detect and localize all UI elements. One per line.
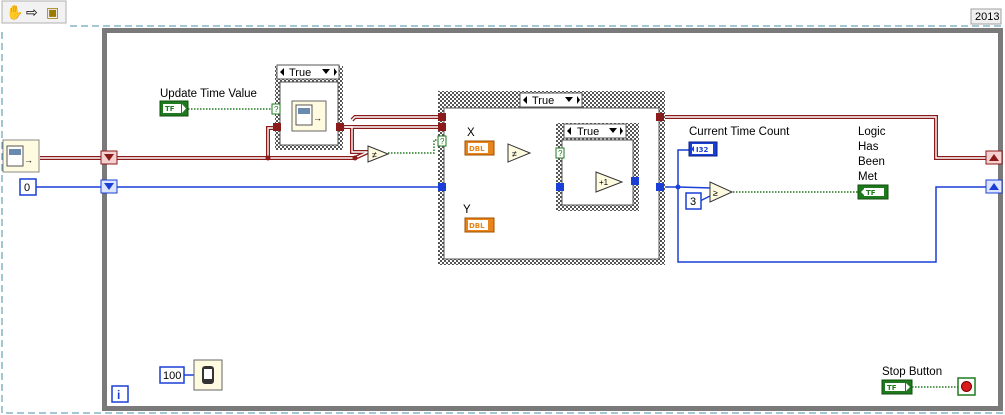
tf-tag: TF: [165, 105, 175, 113]
small-case-label: True: [289, 67, 311, 79]
case-selector-terminal: [271, 103, 281, 115]
tool-palette-frame: [1, 0, 67, 24]
tunnel: [273, 123, 281, 131]
case-selector-terminal: [437, 135, 447, 147]
tunnel: [656, 113, 664, 121]
svg-text:→: →: [24, 155, 33, 165]
operate-hand-icon[interactable]: ✋: [6, 4, 23, 20]
logic-label-line3: Been: [858, 156, 885, 168]
palette-icon[interactable]: ▣: [46, 4, 59, 20]
three-constant-value: 3: [690, 196, 696, 208]
tunnel: [438, 123, 446, 131]
greater-or-equal-node[interactable]: ≥: [709, 181, 734, 203]
wire-junction: [265, 155, 271, 161]
svg-text:?: ?: [274, 105, 279, 114]
stop-button-label: Stop Button: [882, 366, 942, 378]
case-prev-icon[interactable]: [567, 127, 571, 135]
not-equal-symbol: ≠: [372, 150, 377, 160]
svg-text:?: ?: [558, 149, 563, 158]
x-control[interactable]: DBL: [464, 140, 495, 156]
case-prev-icon[interactable]: [523, 96, 527, 104]
wire-junction: [675, 184, 681, 190]
logic-label-line2: Has: [858, 141, 879, 153]
case-next-icon[interactable]: [620, 127, 623, 135]
version-badge: [970, 8, 1002, 25]
version-label: 2013: [975, 11, 999, 23]
tunnel: [556, 183, 564, 191]
wait-ms-value: 100: [163, 370, 181, 382]
three-constant[interactable]: [685, 192, 702, 210]
y-control[interactable]: DBL: [464, 217, 495, 233]
wait-timer-node[interactable]: [193, 359, 223, 391]
x-label: X: [467, 127, 475, 139]
y-label: Y: [463, 204, 471, 216]
inner-case-selector[interactable]: True: [563, 123, 627, 139]
gte-symbol: ≥: [713, 188, 718, 198]
refnum-source-node[interactable]: →: [2, 139, 40, 173]
increment-symbol: +1: [599, 178, 609, 187]
loop-iteration-terminal: [111, 385, 129, 403]
inner-case-label: True: [577, 126, 599, 138]
increment-node[interactable]: +1: [595, 171, 624, 193]
property-node[interactable]: →: [291, 100, 327, 132]
dbl-tag: DBL: [469, 222, 485, 230]
logic-label-line1: Logic: [858, 126, 886, 138]
current-time-count-label: Current Time Count: [689, 126, 790, 138]
tunnel: [336, 123, 344, 131]
case-dropdown-icon[interactable]: [609, 128, 617, 133]
loop-index-label: i: [117, 388, 120, 402]
tunnel: [438, 183, 446, 191]
dbl-tag: DBL: [469, 145, 485, 153]
case-selector-terminal: [555, 147, 565, 159]
update-time-value-label: Update Time Value: [160, 88, 257, 100]
tool-palette[interactable]: ✋ ⇨ ▣: [1, 0, 67, 24]
case-prev-icon[interactable]: [280, 68, 284, 76]
tunnel: [438, 113, 446, 121]
tf-tag: TF: [866, 189, 876, 197]
case-dropdown-icon[interactable]: [322, 69, 330, 74]
zero-constant-value: 0: [24, 182, 30, 194]
wire-junction: [352, 155, 358, 161]
middle-case-label: True: [532, 95, 554, 107]
svg-text:→: →: [313, 113, 322, 123]
stop-button-control[interactable]: TF: [881, 379, 913, 395]
not-equal-node[interactable]: ≠: [367, 145, 390, 163]
tunnel: [656, 183, 664, 191]
current-time-count-indicator[interactable]: I32: [688, 141, 718, 157]
small-case-selector[interactable]: True: [276, 64, 340, 80]
logic-has-been-met-indicator[interactable]: TF: [857, 184, 889, 200]
tf-tag: TF: [887, 384, 897, 392]
svg-text:?: ?: [440, 137, 445, 146]
logic-label-line4: Met: [858, 171, 878, 183]
case-dropdown-icon[interactable]: [565, 97, 573, 102]
while-loop[interactable]: [102, 28, 1003, 411]
not-equal-node[interactable]: ≠: [507, 143, 532, 163]
case-next-icon[interactable]: [577, 96, 580, 104]
case-next-icon[interactable]: [334, 68, 337, 76]
tunnel: [631, 177, 639, 185]
stop-sign-icon: [961, 381, 972, 392]
dashed-frame: [1, 25, 1003, 414]
middle-case-selector[interactable]: True: [519, 92, 583, 108]
i32-tag: I32: [696, 146, 708, 154]
zero-constant[interactable]: [19, 178, 37, 196]
not-equal-symbol: ≠: [512, 149, 517, 159]
run-arrow-icon[interactable]: ⇨: [26, 4, 38, 20]
loop-stop-condition-terminal[interactable]: [957, 377, 976, 396]
small-case-structure[interactable]: [275, 66, 343, 150]
update-time-value-control[interactable]: TF: [159, 100, 189, 117]
